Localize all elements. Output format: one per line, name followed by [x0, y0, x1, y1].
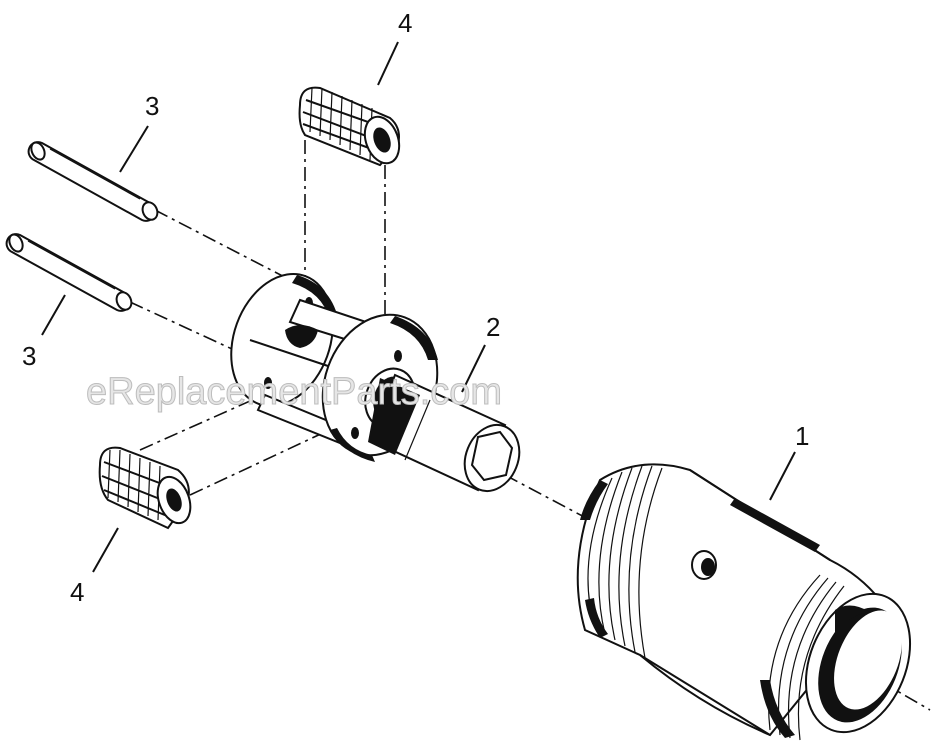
callout-part-3-upper: 3 — [145, 91, 159, 121]
callout-part-2: 2 — [486, 312, 500, 342]
gear-lower — [98, 446, 192, 530]
threaded-coupling — [576, 463, 912, 741]
callout-part-1: 1 — [795, 421, 809, 451]
pin-lower — [5, 233, 133, 312]
sleeve-tube — [368, 373, 521, 492]
gear-upper — [298, 86, 401, 167]
pin-upper — [27, 141, 159, 222]
callout-part-4-lower: 4 — [70, 577, 84, 607]
callout-labels: 4 3 3 2 1 4 — [22, 8, 809, 607]
leader-lines — [41, 41, 796, 573]
callout-part-3-lower: 3 — [22, 341, 36, 371]
callout-part-4-upper: 4 — [398, 8, 412, 38]
watermark-text: eReplacementParts.com — [86, 371, 502, 413]
